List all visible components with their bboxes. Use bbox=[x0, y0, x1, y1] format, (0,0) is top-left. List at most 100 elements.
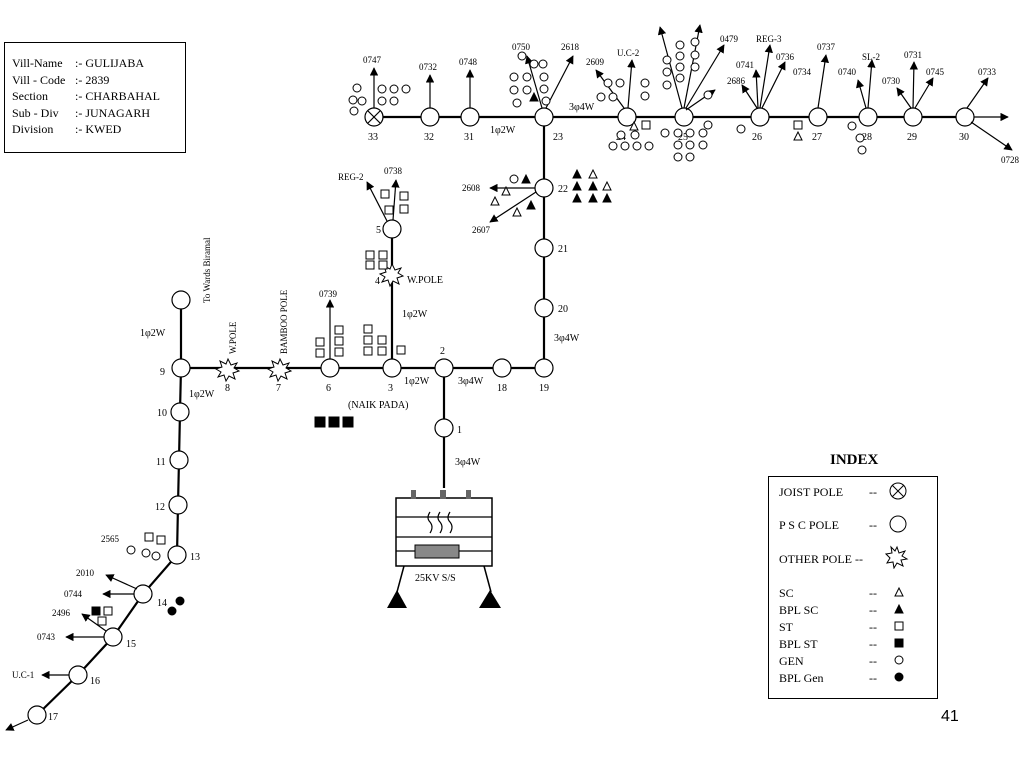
consumer-label-0731: 0731 bbox=[904, 50, 922, 60]
st-24 bbox=[641, 120, 651, 130]
pole-23[interactable] bbox=[534, 107, 554, 127]
consumer-label-2607: 2607 bbox=[472, 225, 491, 235]
phase-label-2-18: 3φ4W bbox=[458, 376, 484, 387]
village-info-box: Vill-Name:- GULIJABA Vill - Code:- 2839 … bbox=[4, 42, 186, 153]
pole-label-10: 10 bbox=[157, 408, 167, 419]
bpl-st-15 bbox=[91, 606, 101, 616]
info-row-vill-name: Vill-Name:- GULIJABA bbox=[12, 56, 145, 70]
other-poles bbox=[214, 262, 405, 383]
legend-gen: GEN bbox=[779, 654, 804, 668]
phase-label-31-23: 1φ2W bbox=[490, 125, 516, 136]
pole-16[interactable] bbox=[68, 665, 88, 685]
pole-label-30: 30 bbox=[959, 132, 969, 143]
consumers-13 bbox=[126, 532, 166, 561]
pole-label-16: 16 bbox=[90, 676, 100, 687]
pole-label-8: 8 bbox=[225, 383, 230, 394]
phase-label-3-4: 1φ2W bbox=[402, 309, 428, 320]
legend-bpl-sc: BPL SC bbox=[779, 603, 819, 617]
psc-pole-icon bbox=[889, 515, 907, 533]
pole-18[interactable] bbox=[492, 358, 512, 378]
bpl-sc-23 bbox=[529, 91, 539, 102]
pole-label-21: 21 bbox=[558, 244, 568, 255]
pole-30[interactable] bbox=[955, 107, 975, 127]
substation-25kv: 25KV S/S bbox=[387, 490, 501, 608]
consumer-label-uc2: U.C-2 bbox=[617, 48, 639, 58]
pole-31[interactable] bbox=[460, 107, 480, 127]
filled-triangle-icon bbox=[894, 603, 904, 614]
pole-label-33: 33 bbox=[368, 132, 378, 143]
pole-12[interactable] bbox=[168, 495, 188, 515]
consumer-label-uc1: U.C-1 bbox=[12, 670, 34, 680]
consumer-label-0734: 0734 bbox=[793, 67, 812, 77]
pole-9[interactable] bbox=[171, 358, 191, 378]
consumer-label-0738: 0738 bbox=[384, 166, 403, 176]
consumer-label-2565: 2565 bbox=[101, 534, 120, 544]
consumer-label-0743: 0743 bbox=[37, 632, 56, 642]
pole-27[interactable] bbox=[808, 107, 828, 127]
pole-label-19: 19 bbox=[539, 383, 549, 394]
pole-15[interactable] bbox=[103, 627, 123, 647]
pole-3[interactable] bbox=[382, 358, 402, 378]
pole-label-9: 9 bbox=[160, 367, 165, 378]
pole-6[interactable] bbox=[320, 358, 340, 378]
consumer-label-2609: 2609 bbox=[586, 57, 605, 67]
pole-29[interactable] bbox=[903, 107, 923, 127]
pole-26[interactable] bbox=[750, 107, 770, 127]
legend-psc-pole: P S C POLE bbox=[779, 518, 839, 532]
consumer-label-0739: 0739 bbox=[319, 289, 338, 299]
w-pole-8-label: W.POLE bbox=[228, 321, 238, 354]
consumer-label-0750: 0750 bbox=[512, 42, 531, 52]
gen-consumers-23 bbox=[509, 51, 551, 108]
pole-21[interactable] bbox=[534, 238, 554, 258]
bpl-st-group-naik-pada bbox=[314, 416, 354, 428]
consumer-label-0740: 0740 bbox=[838, 67, 857, 77]
consumer-label-2686: 2686 bbox=[727, 76, 746, 86]
pole-label-13: 13 bbox=[190, 552, 200, 563]
pole-5[interactable] bbox=[382, 219, 402, 239]
sub-div-name: JUNAGARH bbox=[85, 105, 151, 120]
pole-label-29: 29 bbox=[907, 132, 917, 143]
pole-label-20: 20 bbox=[558, 304, 568, 315]
pole-2[interactable] bbox=[434, 358, 454, 378]
sc-27 bbox=[793, 130, 803, 141]
pole-label-5: 5 bbox=[376, 225, 381, 236]
phase-label-3-2: 1φ2W bbox=[404, 376, 430, 387]
other-pole-7[interactable] bbox=[266, 357, 293, 383]
pole-22[interactable] bbox=[534, 178, 554, 198]
pole-11[interactable] bbox=[169, 450, 189, 470]
st-15b bbox=[97, 616, 107, 626]
pole-label-31: 31 bbox=[464, 132, 474, 143]
pole-28[interactable] bbox=[858, 107, 878, 127]
consumer-labels: 0747 0732 0748 0750 2618 2609 U.C-2 0479… bbox=[12, 34, 1020, 680]
other-pole-8[interactable] bbox=[214, 357, 241, 383]
pole-25[interactable] bbox=[674, 107, 694, 127]
info-row-vill-code: Vill - Code:- 2839 bbox=[12, 72, 110, 87]
pole-label-7: 7 bbox=[276, 383, 281, 394]
pole-24[interactable] bbox=[617, 107, 637, 127]
joist-pole-icon bbox=[889, 482, 907, 500]
phase-label-9-up: 1φ2W bbox=[140, 328, 166, 339]
consumer-label-sl2: SL-2 bbox=[862, 52, 880, 62]
pole-towards-biramal[interactable] bbox=[171, 290, 191, 310]
pole-17[interactable] bbox=[27, 705, 47, 725]
pole-label-22: 22 bbox=[558, 184, 568, 195]
consumer-label-reg2: REG-2 bbox=[338, 172, 364, 182]
pole-32[interactable] bbox=[420, 107, 440, 127]
pole-20[interactable] bbox=[534, 298, 554, 318]
pole-label-1: 1 bbox=[457, 425, 462, 436]
pole-13[interactable] bbox=[167, 545, 187, 565]
consumer-label-2496: 2496 bbox=[52, 608, 71, 618]
pole-label-25: 25 bbox=[678, 132, 688, 143]
pole-labels: 1 2 3 4 5 6 7 8 9 10 11 12 13 14 15 16 1… bbox=[48, 132, 969, 723]
pole-19[interactable] bbox=[534, 358, 554, 378]
consumer-label-0744: 0744 bbox=[64, 589, 83, 599]
service-lines bbox=[5, 24, 1013, 731]
pole-1[interactable] bbox=[434, 418, 454, 438]
pole-label-15: 15 bbox=[126, 639, 136, 650]
pole-10[interactable] bbox=[170, 402, 190, 422]
legend-other-pole: OTHER POLE -- bbox=[779, 552, 863, 566]
joist-pole-33[interactable] bbox=[364, 107, 384, 127]
pole-14[interactable] bbox=[133, 584, 153, 604]
phase-label-1: 3φ4W bbox=[455, 457, 481, 468]
gen-consumers-24 bbox=[596, 78, 654, 151]
